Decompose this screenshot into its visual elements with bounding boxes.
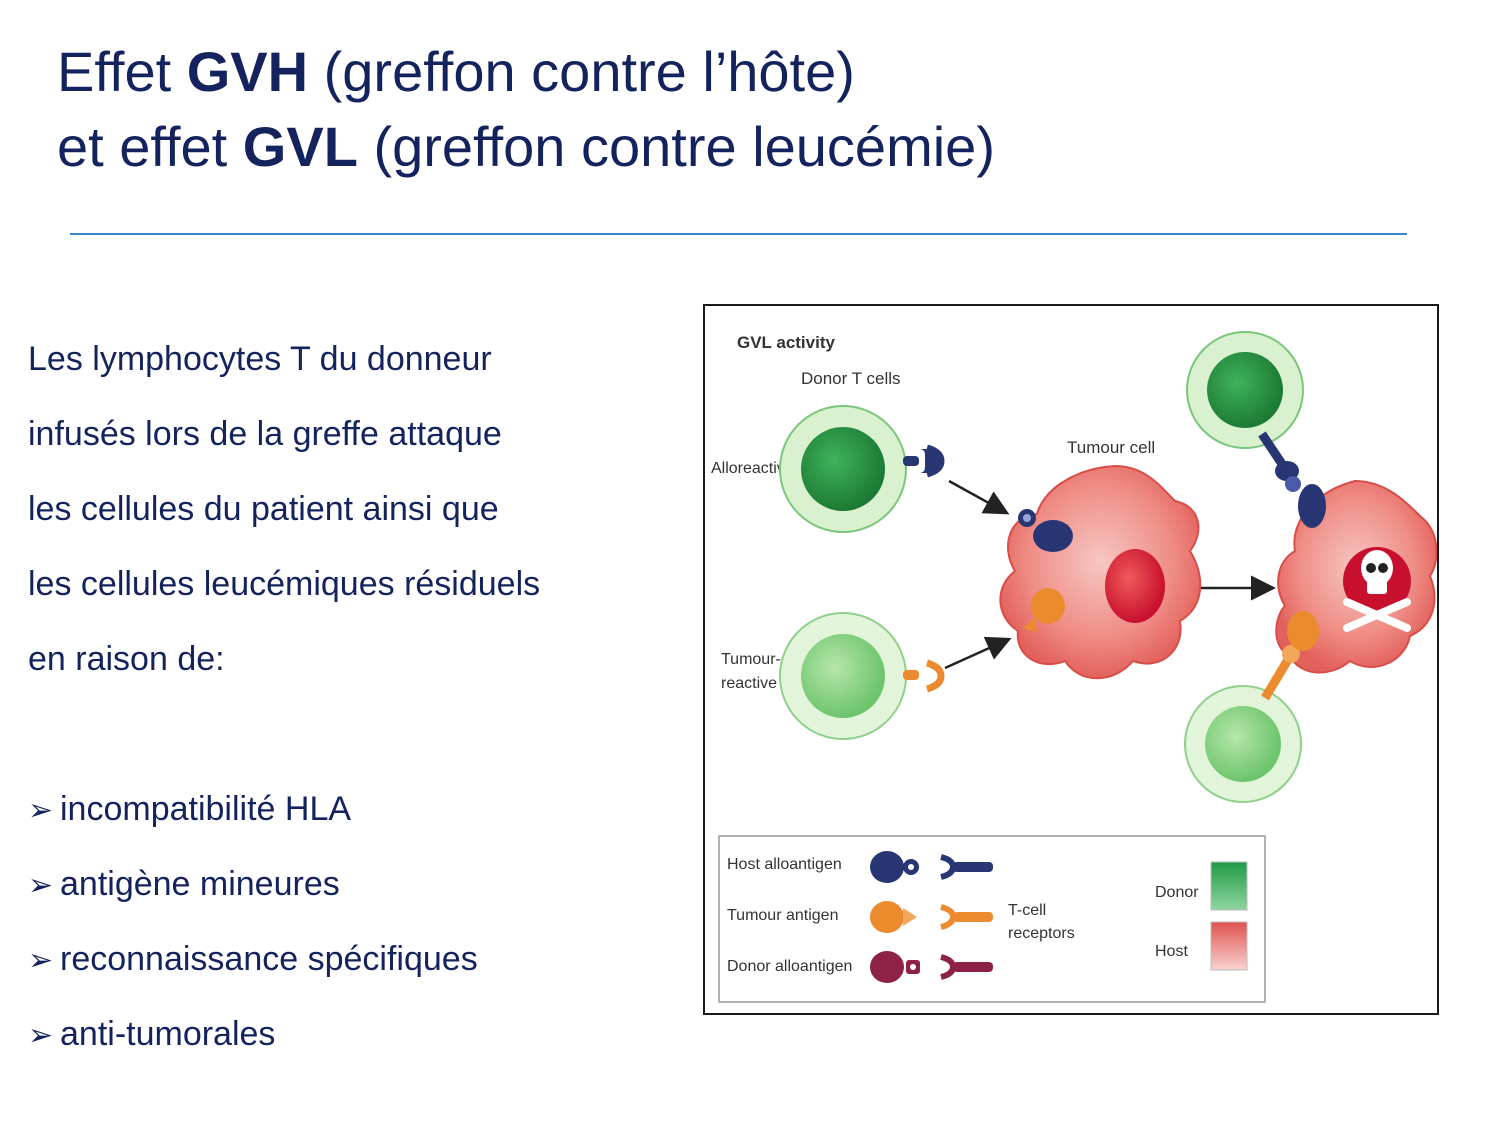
bullet-text: antigène mineures <box>60 865 340 903</box>
tumour-cell <box>999 464 1202 680</box>
legend-host-antigen-icon <box>870 851 919 883</box>
bullet-text: anti-tumorales <box>60 1015 276 1053</box>
bullet-item: ➢antigène mineures <box>28 847 668 922</box>
legend-donor-alloantigen: Donor alloantigen <box>727 958 852 975</box>
legend-donor-swatch <box>1210 861 1248 911</box>
legend-host-swatch <box>1210 921 1248 971</box>
legend-host-alloantigen: Host alloantigen <box>727 856 842 873</box>
legend-tcr-1: T-cell <box>1008 902 1046 919</box>
attack-arrow-icon <box>948 479 1010 515</box>
skull-crossbones-icon <box>1343 550 1411 632</box>
alloreactive-label: Alloreactive <box>711 460 794 477</box>
legend-tumour-antigen-icon <box>870 901 917 933</box>
paragraph-line: en raison de: <box>28 640 225 678</box>
title-line-1-rest: (greffon contre l’hôte) <box>308 40 855 103</box>
gvl-diagram: GVL activity Donor T cells Alloreactive … <box>711 331 1437 1003</box>
tumour-cell-label: Tumour cell <box>1067 438 1155 457</box>
alloreactive-t-cell <box>779 405 907 533</box>
intro-paragraph: Les lymphocytes T du donneur infusés lor… <box>28 322 668 697</box>
legend-host: Host <box>1155 943 1188 960</box>
paragraph-line: les cellules du patient ainsi que <box>28 490 499 528</box>
bullet-text: incompatibilité HLA <box>60 790 352 828</box>
bullet-item: ➢incompatibilité HLA <box>28 772 668 847</box>
bullet-text: reconnaissance spécifiques <box>60 940 478 978</box>
legend-tumour-antigen: Tumour antigen <box>727 907 838 924</box>
title-line-1: Effet GVH (greffon contre l’hôte) <box>57 34 995 109</box>
legend-donor-antigen-icon <box>870 951 920 983</box>
engaged-host-tcr-icon <box>1258 431 1326 528</box>
paragraph-line: Les lymphocytes T du donneur <box>28 340 492 378</box>
engaged-alloreactive-t-cell <box>1186 331 1304 449</box>
bullet-item: ➢reconnaissance spécifiques <box>28 922 668 997</box>
gvl-activity-figure: GVL activity Donor T cells Alloreactive … <box>703 304 1439 1015</box>
arrowhead-bullet-icon: ➢ <box>28 794 54 827</box>
donor-t-cells-label: Donor T cells <box>801 369 901 388</box>
tumour-reactive-label-1: Tumour- <box>721 651 781 668</box>
legend-tcr-2: receptors <box>1008 925 1075 942</box>
bullet-list: ➢incompatibilité HLA ➢antigène mineures … <box>28 772 668 1072</box>
slide-title: Effet GVH (greffon contre l’hôte) et eff… <box>57 34 995 184</box>
title-divider <box>70 233 1407 235</box>
legend-donor: Donor <box>1155 884 1199 901</box>
body-text: Les lymphocytes T du donneur infusés lor… <box>28 322 668 1072</box>
figure-heading: GVL activity <box>737 333 835 352</box>
tumour-antigen-icon <box>1023 588 1065 632</box>
host-alloantigen-icon <box>1018 509 1073 552</box>
title-gvh: GVH <box>186 40 309 103</box>
legend-tumour-tcr-icon <box>940 904 993 930</box>
alloreactive-tcr-icon <box>903 444 945 478</box>
tumour-reactive-t-cell <box>779 612 907 740</box>
engaged-tumour-reactive-t-cell <box>1184 685 1302 803</box>
title-line-2-rest: (greffon contre leucémie) <box>357 115 995 178</box>
legend-donor-tcr-icon <box>940 954 993 980</box>
engaged-tumour-tcr-icon <box>1261 611 1319 701</box>
bullet-item: ➢anti-tumorales <box>28 997 668 1072</box>
arrowhead-bullet-icon: ➢ <box>28 1019 54 1052</box>
legend-host-tcr-icon <box>940 854 993 880</box>
attack-arrow-icon <box>944 636 1012 670</box>
tumour-tcr-icon <box>903 659 945 693</box>
paragraph-line: infusés lors de la greffe attaque <box>28 415 502 453</box>
title-line-2: et effet GVL (greffon contre leucémie) <box>57 109 995 184</box>
tumour-reactive-label-2: reactive <box>721 675 777 692</box>
title-line-1-text: Effet <box>57 40 187 103</box>
arrowhead-bullet-icon: ➢ <box>28 869 54 902</box>
title-gvl: GVL <box>242 115 358 178</box>
arrowhead-bullet-icon: ➢ <box>28 944 54 977</box>
paragraph-line: les cellules leucémiques résiduels <box>28 565 541 603</box>
title-line-2-text: et effet <box>57 115 243 178</box>
